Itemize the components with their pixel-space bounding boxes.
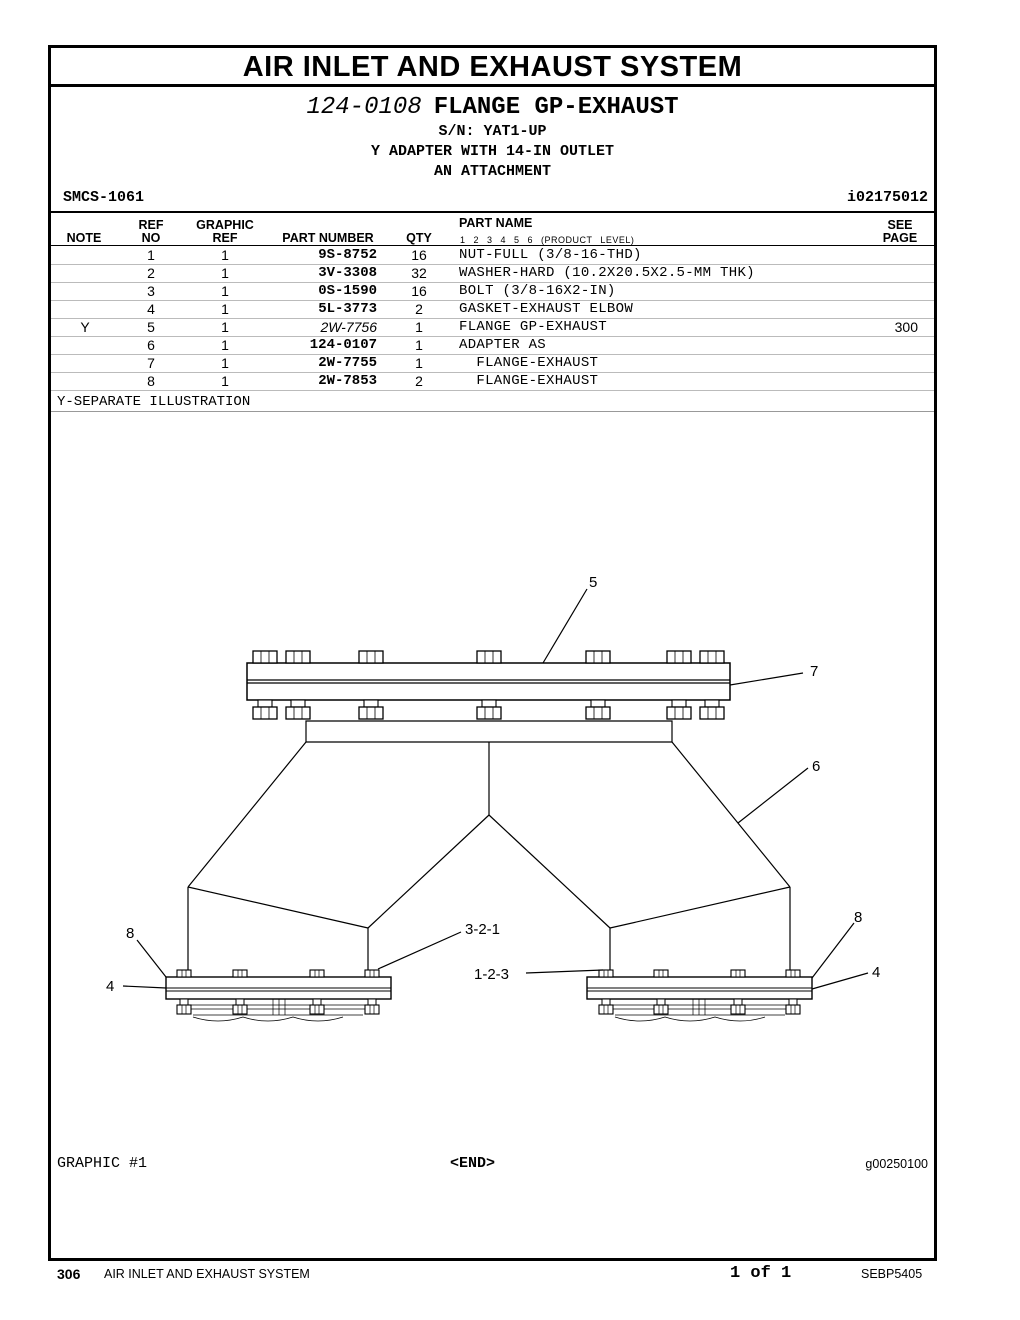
- row-part-number: 5L-3773: [318, 301, 377, 317]
- callout-8-right: 8: [854, 909, 862, 926]
- row-part-number: 3V-3308: [318, 265, 377, 281]
- row-gref: 1: [221, 301, 229, 317]
- row-part-name: NUT-FULL (3/8-16-THD): [459, 247, 642, 263]
- table-row: 4 1 5L-3773 2 GASKET-EXHAUST ELBOW: [51, 300, 934, 319]
- exploded-parts-illustration: 5 7 6 8 4 3-2-1 1-2-3 8 4: [106, 574, 880, 1022]
- row-part-name: FLANGE-EXHAUST: [459, 373, 599, 389]
- row-part-number: 2W-7755: [318, 355, 377, 371]
- row-gref: 1: [221, 355, 229, 371]
- end-label: <END>: [450, 1155, 496, 1172]
- group-attachment: AN ATTACHMENT: [433, 163, 552, 180]
- row-part-name: FLANGE GP-EXHAUST: [459, 319, 607, 335]
- row-part-number: 2W-7853: [318, 373, 377, 389]
- row-note: Y: [80, 319, 90, 335]
- callout-1-2-3: 1-2-3: [474, 966, 509, 983]
- adapter-outline: [187, 720, 791, 971]
- row-part-number: 9S-8752: [318, 247, 377, 263]
- table-row: 7 1 2W-7755 1 FLANGE-EXHAUST: [51, 354, 934, 373]
- row-gref: 1: [221, 373, 229, 389]
- table-row: 8 1 2W-7853 2 FLANGE-EXHAUST: [51, 372, 934, 391]
- col-see-top: SEE: [887, 218, 913, 232]
- group-part-number: 124-0108: [306, 94, 422, 121]
- col-gref-top: GRAPHIC: [196, 218, 254, 232]
- info-id: i02175012: [846, 189, 928, 206]
- row-ref: 1: [147, 247, 155, 263]
- col-qty: QTY: [406, 231, 432, 245]
- row-part-name: GASKET-EXHAUST ELBOW: [459, 301, 634, 317]
- footer-page-number: 306: [57, 1266, 81, 1282]
- serial-range: S/N: YAT1-UP: [438, 123, 547, 140]
- callout-8-left: 8: [126, 925, 134, 942]
- top-flange: [246, 650, 731, 720]
- row-gref: 1: [221, 265, 229, 281]
- col-gref-bottom: REF: [212, 231, 238, 245]
- row-qty: 2: [415, 301, 423, 317]
- group-description: Y ADAPTER WITH 14-IN OUTLET: [370, 143, 615, 160]
- callout-7: 7: [810, 663, 818, 680]
- right-outlet-flange: [586, 969, 813, 1022]
- col-ref-bottom: NO: [141, 231, 161, 245]
- graphic-number: g00250100: [865, 1157, 928, 1171]
- row-part-number: 124-0107: [309, 337, 377, 353]
- row-qty: 1: [415, 337, 423, 353]
- col-part-number: PART NUMBER: [282, 231, 374, 245]
- table-row: 1 1 9S-8752 16 NUT-FULL (3/8-16-THD): [51, 246, 934, 265]
- callout-5: 5: [589, 574, 597, 591]
- table-top-rule: [51, 211, 934, 213]
- row-qty: 16: [411, 247, 427, 263]
- row-qty: 16: [411, 283, 427, 299]
- table-row: Y 5 1 2W-7756 1 FLANGE GP-EXHAUST 300: [51, 318, 934, 337]
- graphic-label: GRAPHIC #1: [57, 1155, 148, 1172]
- col-ref-top: REF: [138, 218, 164, 232]
- callout-4-left: 4: [106, 978, 114, 995]
- callout-leaders: [122, 588, 869, 990]
- footer-doc-number: SEBP5405: [861, 1267, 923, 1281]
- row-gref: 1: [221, 337, 229, 353]
- row-qty: 1: [415, 319, 423, 335]
- row-part-name: ADAPTER AS: [459, 337, 547, 353]
- row-ref: 5: [147, 319, 155, 335]
- row-part-name: FLANGE-EXHAUST: [459, 355, 599, 371]
- row-ref: 8: [147, 373, 155, 389]
- header-rule: [51, 245, 934, 246]
- row-gref: 1: [221, 319, 229, 335]
- row-ref: 2: [147, 265, 155, 281]
- footer-page-of: 1 of 1: [730, 1264, 792, 1283]
- row-gref: 1: [221, 247, 229, 263]
- row-part-number: 2W-7756: [320, 319, 377, 335]
- col-note: NOTE: [66, 231, 102, 245]
- row-part-name: WASHER-HARD (10.2X20.5X2.5-MM THK): [459, 265, 755, 281]
- group-title: 124-0108 FLANGE GP-EXHAUST: [51, 95, 934, 121]
- row-ref: 3: [147, 283, 155, 299]
- row-ref: 7: [147, 355, 155, 371]
- table-row: 2 1 3V-3308 32 WASHER-HARD (10.2X20.5X2.…: [51, 264, 934, 283]
- row-gref: 1: [221, 283, 229, 299]
- col-part-name: PART NAME: [459, 216, 533, 230]
- row-see-page: 300: [894, 319, 918, 335]
- section-title: AIR INLET AND EXHAUST SYSTEM: [51, 48, 934, 87]
- callout-6: 6: [812, 758, 820, 775]
- illustration-note: Y-SEPARATE ILLUSTRATION: [57, 394, 251, 410]
- row-qty: 1: [415, 355, 423, 371]
- note-rule: [51, 411, 934, 412]
- table-row: 6 1 124-0107 1 ADAPTER AS: [51, 336, 934, 355]
- row-qty: 2: [415, 373, 423, 389]
- group-name: FLANGE GP-EXHAUST: [433, 94, 679, 121]
- callout-3-2-1: 3-2-1: [465, 921, 500, 938]
- footer-section: AIR INLET AND EXHAUST SYSTEM: [104, 1267, 310, 1281]
- callout-4-right: 4: [872, 964, 880, 981]
- row-part-number: 0S-1590: [318, 283, 377, 299]
- col-see-bottom: PAGE: [882, 231, 918, 245]
- col-product-level: 1 2 3 4 5 6 (PRODUCT LEVEL): [460, 235, 635, 245]
- table-row: 3 1 0S-1590 16 BOLT (3/8-16X2-IN): [51, 282, 934, 301]
- row-ref: 6: [147, 337, 155, 353]
- left-outlet-flange: [165, 969, 392, 1022]
- row-ref: 4: [147, 301, 155, 317]
- row-qty: 32: [411, 265, 427, 281]
- row-part-name: BOLT (3/8-16X2-IN): [459, 283, 616, 299]
- smcs-code: SMCS-1061: [63, 189, 145, 206]
